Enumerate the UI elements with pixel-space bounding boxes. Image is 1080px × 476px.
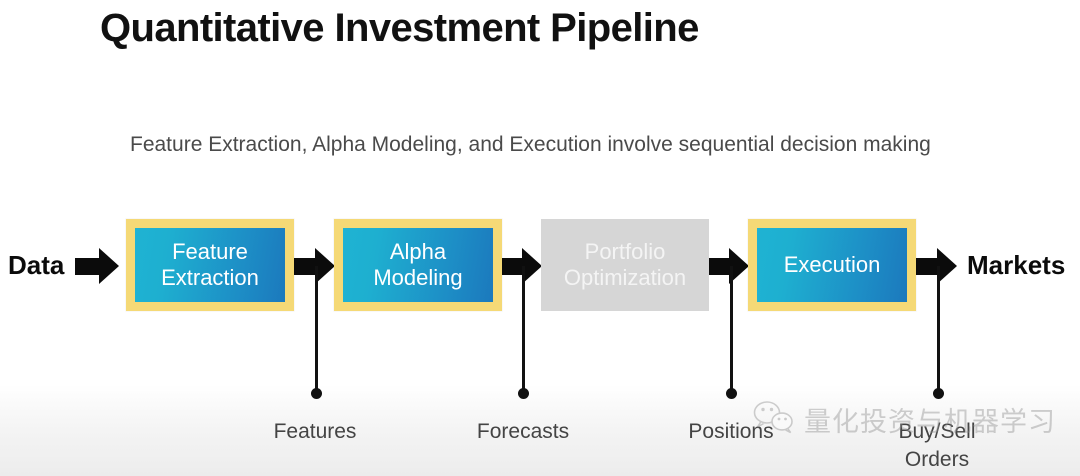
output-label-buy-sell-orders: Buy/Sell Orders [898, 420, 976, 471]
arrow-shaft [705, 258, 731, 275]
drop-connector-forecasts [522, 266, 525, 394]
arrow-head [937, 248, 957, 284]
arrow-execution-to-markets [913, 248, 957, 284]
arrow-head [522, 248, 542, 284]
stage-box-portfolio-optimization[interactable]: Portfolio Optimization [541, 219, 709, 311]
drop-dot-features [311, 388, 322, 399]
stage-label: Feature Extraction [161, 239, 259, 290]
drop-dot-forecasts [518, 388, 529, 399]
page-title: Quantitative Investment Pipeline [100, 6, 699, 50]
arrow-shaft [913, 258, 939, 275]
output-label-forecasts: Forecasts [476, 420, 570, 443]
arrow-alpha-modeling-to-portfolio-optimization [498, 248, 542, 284]
output-label-positions: Positions [688, 420, 774, 443]
drop-dot-positions [726, 388, 737, 399]
stage-label: Execution [783, 252, 881, 278]
arrow-portfolio-optimization-to-execution [705, 248, 749, 284]
stage-box-feature-extraction[interactable]: Feature Extraction [126, 219, 294, 311]
drop-connector-buy-sell-orders [937, 266, 940, 394]
stage-box-alpha-modeling[interactable]: Alpha Modeling [334, 219, 502, 311]
arrow-feature-extraction-to-alpha-modeling [291, 248, 335, 284]
drop-connector-positions [730, 266, 733, 394]
output-label-markets: Markets [967, 250, 1066, 280]
arrow-shaft [75, 258, 101, 275]
input-label-data: Data [8, 250, 65, 280]
arrow-shaft [498, 258, 524, 275]
arrow-data-to-feature-extraction [75, 248, 119, 284]
drop-dot-buy-sell-orders [933, 388, 944, 399]
stage-box-execution[interactable]: Execution [748, 219, 916, 311]
arrow-head [729, 248, 749, 284]
output-label-features: Features [273, 420, 357, 443]
stage-label: Alpha Modeling [373, 239, 463, 290]
drop-connector-features [315, 266, 318, 394]
arrow-head [315, 248, 335, 284]
page-subtitle: Feature Extraction, Alpha Modeling, and … [130, 133, 931, 156]
stage-label: Portfolio Optimization [563, 239, 687, 290]
arrow-head [99, 248, 119, 284]
arrow-shaft [291, 258, 317, 275]
